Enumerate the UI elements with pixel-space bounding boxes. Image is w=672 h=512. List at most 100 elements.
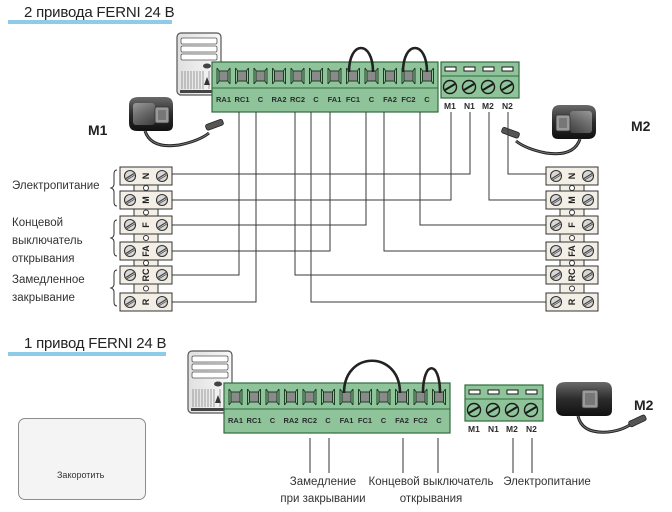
board-terminal-label: C xyxy=(257,95,264,104)
junction-terminal-label: F xyxy=(141,222,151,228)
board-terminal-label: FA2 xyxy=(395,416,409,425)
motor-terminal-label: N2 xyxy=(526,424,537,434)
junction-hole xyxy=(143,209,149,216)
label-line: открывания xyxy=(12,253,75,265)
junction-hole xyxy=(143,260,149,266)
label-slow-close: Замедленное закрывание xyxy=(12,271,85,307)
junction-terminal-label: RC xyxy=(567,268,577,281)
board-terminal-cell xyxy=(381,65,399,87)
board-terminal-label: C xyxy=(269,416,276,425)
board-terminal-cell xyxy=(300,386,319,408)
board-terminal-cell xyxy=(393,386,411,408)
screw-icon xyxy=(581,218,595,232)
board-terminal-label: C xyxy=(424,95,430,104)
board-terminal-label: C xyxy=(436,416,442,425)
screw-icon xyxy=(123,244,137,258)
screw-icon xyxy=(581,193,595,207)
label-line: Концевой выключатель xyxy=(368,476,494,488)
motor-terminal-label: M2 xyxy=(506,424,518,434)
section2-title-underline xyxy=(8,352,166,356)
motor-terminal-label: N1 xyxy=(464,101,475,111)
motor-m2-device-1 xyxy=(499,103,598,156)
board-terminal-cell xyxy=(356,386,374,408)
junction-terminal-label: M xyxy=(141,196,151,204)
label-line: закрывание xyxy=(12,292,75,304)
board-terminal-label: FC1 xyxy=(357,416,373,425)
board-terminal-label: RA2 xyxy=(283,416,299,425)
board-terminal-cell xyxy=(214,65,233,87)
board-terminal-label: RA1 xyxy=(227,416,243,425)
screw-icon xyxy=(549,169,563,183)
label-power: Электропитание xyxy=(12,180,100,192)
junction-hole xyxy=(569,209,575,216)
board-terminal-label: FC1 xyxy=(345,95,361,104)
junction-terminal-label: F xyxy=(567,222,577,228)
board-terminal-cell xyxy=(270,65,288,87)
screw-icon xyxy=(581,295,595,309)
screw-icon xyxy=(581,268,595,282)
board-terminal-cell xyxy=(251,65,270,87)
junction-hole xyxy=(143,285,149,292)
screw-icon xyxy=(549,193,563,207)
wires-section1 xyxy=(172,112,548,303)
junction-terminal-label: N xyxy=(567,173,577,180)
junction-terminal-label: N xyxy=(141,173,151,180)
label-line: Замедленное xyxy=(12,274,85,286)
label-line: выключатель xyxy=(12,235,83,247)
board-terminal-label: FA1 xyxy=(339,416,354,425)
board-terminal-cell xyxy=(374,386,393,408)
screw-icon xyxy=(549,295,563,309)
label-limit-switch: Концевой выключатель открывания xyxy=(12,214,83,268)
motor-m2-label: M2 xyxy=(631,118,651,134)
junction-terminal-label: M xyxy=(567,196,577,204)
legend-label: Закоротить xyxy=(57,470,105,480)
label-line: Замедление xyxy=(289,476,357,488)
control-board-2 xyxy=(223,382,451,434)
label-power-2: Электропитание xyxy=(503,476,591,488)
board-terminal-cell xyxy=(337,386,356,408)
label-limit-switch-2: Концевой выключатель открывания xyxy=(368,474,494,508)
screw-icon xyxy=(549,218,563,232)
motor-m1-label: M1 xyxy=(88,122,108,138)
section1-title: 2 привода FERNI 24 В xyxy=(24,4,175,21)
screw-icon xyxy=(155,218,169,232)
board-terminal-label: C xyxy=(368,95,375,104)
board-terminal-cell xyxy=(226,386,245,408)
board-terminal-cell xyxy=(233,65,251,87)
junction-hole xyxy=(569,285,575,292)
junction-hole xyxy=(143,235,149,241)
junction-terminal-label: R xyxy=(567,298,577,305)
section1-title-underline xyxy=(8,20,172,24)
junction-terminal-label: RC xyxy=(141,268,151,281)
board-terminal-cell xyxy=(344,65,362,87)
motor-m1-device xyxy=(127,95,226,148)
board-terminal-label: RA2 xyxy=(271,95,287,104)
board-terminal-label: C xyxy=(380,416,387,425)
label-line: при закрывании xyxy=(280,493,366,505)
board-terminal-cell xyxy=(288,65,307,87)
board-terminal-label: RC2 xyxy=(301,416,317,425)
screw-icon xyxy=(155,169,169,183)
screw-icon xyxy=(581,169,595,183)
motor-terminal-block-2 xyxy=(464,384,544,422)
junction-terminal-label: R xyxy=(141,298,151,305)
screw-icon xyxy=(123,169,137,183)
board-terminal-label: FC2 xyxy=(401,95,416,104)
board-terminal-label: FC2 xyxy=(413,416,428,425)
label-line: Концевой xyxy=(12,217,64,229)
wires-section2 xyxy=(309,438,533,473)
screw-icon xyxy=(549,244,563,258)
motor-terminal-block-1 xyxy=(440,61,520,99)
screw-icon xyxy=(155,244,169,258)
screw-icon xyxy=(549,268,563,282)
motor-m2-device-2 xyxy=(556,382,647,434)
legend-box xyxy=(18,418,146,500)
board-terminal-cell xyxy=(325,65,344,87)
junction-hole xyxy=(569,235,575,241)
motor-terminal-label: M1 xyxy=(468,424,480,434)
junction-hole xyxy=(143,185,149,191)
junction-hole xyxy=(569,260,575,266)
